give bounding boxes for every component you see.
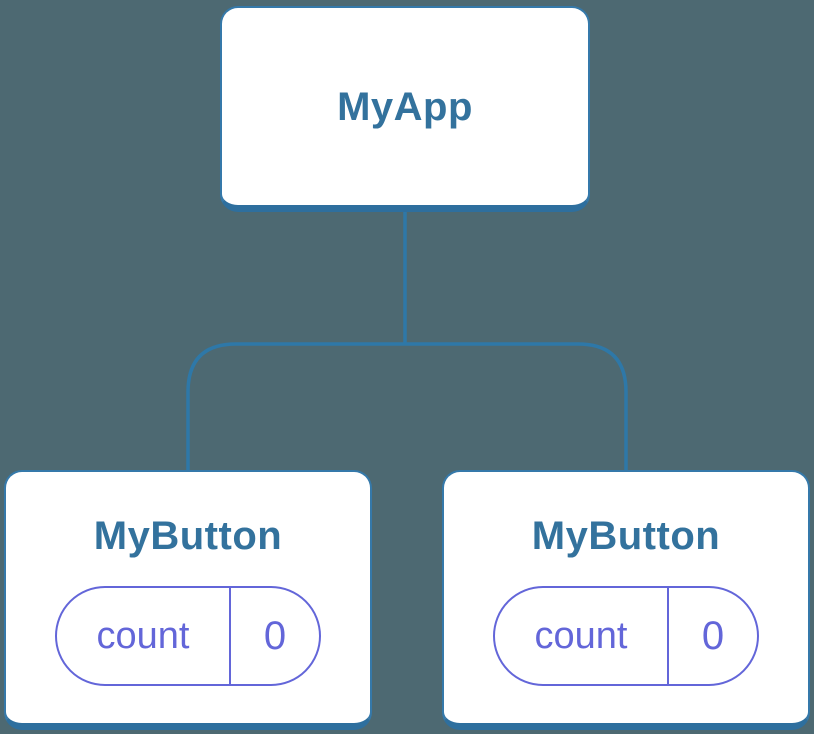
state-key-left: count: [57, 588, 231, 684]
state-value-right: 0: [701, 613, 725, 658]
state-pill-left: count 0: [55, 586, 321, 686]
tree-node-myapp: MyApp: [220, 6, 590, 212]
state-pill-right: count 0: [493, 586, 759, 686]
connector-bracket: [186, 342, 628, 474]
tree-node-mybutton-right: MyButton count 0: [442, 470, 810, 730]
state-key-right: count: [495, 588, 669, 684]
tree-node-mybutton-left: MyButton count 0: [4, 470, 372, 730]
node-label-myapp: MyApp: [337, 84, 473, 129]
node-label-mybutton-right: MyButton: [531, 514, 721, 558]
state-value-left: 0: [263, 613, 287, 658]
node-label-mybutton-left: MyButton: [93, 514, 283, 558]
